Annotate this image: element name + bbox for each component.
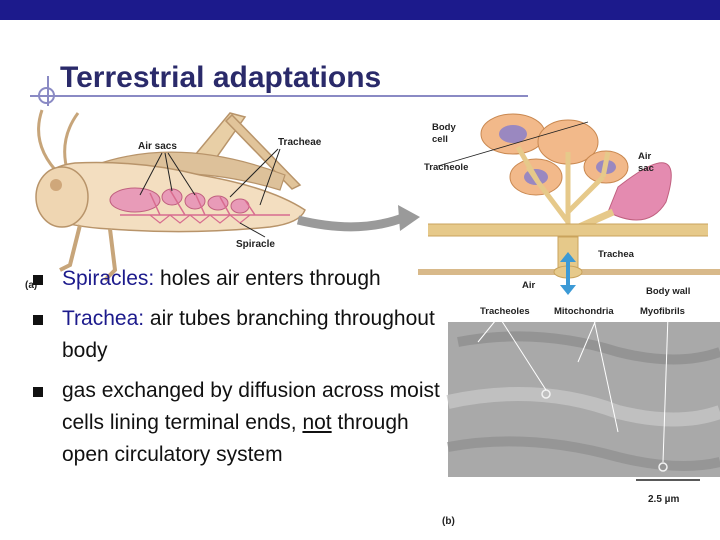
eye (50, 179, 62, 191)
grasshopper-illustration: Air sacs Tracheae Spiracle (a) (25, 109, 420, 291)
bullet-trachea: Trachea: air tubes branching throughout … (30, 303, 450, 367)
tracheoles-label: Tracheoles (480, 306, 530, 317)
air-sac-label-1: Air (638, 151, 652, 162)
body-cell-label-1: Body (432, 122, 456, 133)
bullet-gas-exchange: gas exchanged by diffusion across moist … (30, 375, 450, 471)
antenna-left (37, 109, 62, 177)
air-sac (207, 195, 229, 211)
bullet-spiracles: Spiracles: holes air enters through (30, 263, 450, 295)
myofibril-band (446, 387, 720, 427)
tracheae-pointer (229, 148, 281, 206)
top-bar (0, 0, 720, 20)
slide-title: Terrestrial adaptations (60, 61, 382, 94)
body-wall-label: Body wall (646, 286, 690, 297)
tracheae-zigzag (149, 214, 251, 224)
spiracle-pointer (239, 222, 266, 238)
bullet-square-icon (33, 387, 43, 397)
tracheae-label: Tracheae (278, 137, 322, 148)
trachea-edges (428, 223, 708, 237)
air-sac-large (109, 187, 161, 213)
myofibril-band (457, 331, 720, 365)
trachea-label: Trachea (598, 249, 635, 260)
bullet-text: air tubes branching throughout body (62, 307, 435, 362)
air-sac (161, 188, 183, 206)
air-label: Air (522, 280, 536, 291)
tracheae-network (120, 189, 290, 216)
tracheal-detail-figure: Body cell Tracheole Air sac Trachea Air … (418, 113, 720, 527)
bullet-list: Spiracles: holes air enters through Trac… (30, 263, 450, 479)
title-rule (30, 95, 528, 97)
tracheole-cross-section (658, 462, 668, 472)
air-sacs-pointer (139, 152, 196, 196)
bullet-text: gas exchanged by diffusion across moist … (62, 379, 440, 434)
myofibrils-label: Myofibrils (640, 306, 685, 317)
bullet-text: holes air enters through (154, 267, 381, 290)
air-sacs-label: Air sacs (138, 141, 177, 152)
tracheole-label: Tracheole (424, 162, 468, 173)
myofibril-band (447, 436, 720, 471)
tracheoles-pointer (477, 314, 547, 391)
air-arrowheads (560, 252, 576, 295)
bullet-square-icon (33, 275, 43, 285)
term-trachea: Trachea: (62, 307, 145, 330)
front-leg (59, 224, 82, 272)
body-cell-label-2: cell (432, 134, 448, 145)
bullet-square-icon (33, 315, 43, 325)
crosshair-icon (38, 87, 55, 104)
middle-leg (103, 228, 118, 282)
head (35, 166, 89, 228)
term-spiracles: Spiracles: (62, 267, 155, 290)
panel-a-label: (a) (25, 280, 37, 291)
scale-label: 2.5 µm (648, 494, 679, 505)
connector-arrow (296, 212, 407, 232)
hind-tibia (224, 113, 302, 190)
underlined-word: not (302, 411, 332, 434)
bullet-text: through open circulatory system (62, 411, 409, 466)
air-sac-label-2: sac (638, 163, 654, 174)
mitochondria-label: Mitochondria (554, 306, 614, 317)
connector-arrowhead (398, 205, 420, 231)
tracheole-pointer (437, 121, 589, 167)
spiracle-label: Spiracle (236, 239, 275, 250)
mitochondria-pointer (577, 314, 619, 433)
air-sac-b (607, 162, 672, 221)
myofibrils-pointer (662, 314, 669, 463)
cell-nucleus (499, 125, 527, 143)
panel-b-label: (b) (442, 516, 455, 527)
